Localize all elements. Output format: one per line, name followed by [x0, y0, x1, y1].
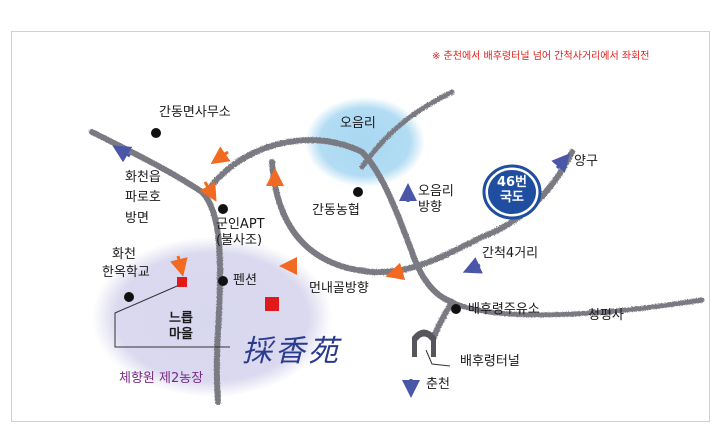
direction-arrow-icon [170, 146, 406, 281]
route-46-badge: 46번 국도 [496, 175, 528, 205]
road-east [449, 297, 705, 318]
village-zone [92, 237, 332, 397]
direction-arrow-icon [112, 145, 570, 398]
road-loop [204, 137, 455, 305]
hwacheon-label: 화천읍 파로호 방면 [125, 170, 161, 226]
oeumri-zone [305, 97, 425, 187]
map-frame: ※ 춘천에서 배후령터널 넘어 간척사거리에서 좌회전 간동면사무소 오음리 화… [11, 31, 710, 422]
road-map [89, 89, 705, 405]
gunin-apt-label: 군인APT (불사조) [216, 217, 265, 249]
location-dot-icon [124, 128, 461, 314]
gas-station-label: 배후령주유소 [468, 302, 540, 317]
neureum-marker-icon [265, 297, 279, 311]
road-west [89, 129, 224, 405]
hwacheon-school-label: 화천 한옥학교 [102, 247, 150, 281]
cheongpyeongsa-label: 청평사 [588, 308, 624, 323]
farm-marker-icon [177, 277, 187, 287]
tunnel-icon [412, 329, 436, 357]
ganchuk-label: 간척4거리 [482, 246, 539, 261]
logo-calligraphy: 採香苑 [242, 334, 341, 369]
meonnaegol-label: 먼내골방향 [309, 281, 369, 296]
gandong-office-label: 간동면사무소 [159, 105, 231, 120]
chuncheon-label: 춘천 [426, 377, 450, 392]
road-oeumri [359, 89, 455, 170]
farm-label: 체향원 제2농장 [119, 371, 204, 386]
neureum-village-label: 느릅 마을 [169, 311, 193, 343]
oeumri-label: 오음리 [340, 116, 376, 131]
gandong-nonghyup-label: 간동농협 [312, 203, 360, 218]
pension-label: 펜션 [233, 273, 257, 288]
route-note: ※ 춘천에서 배후령터널 넘어 간척사거리에서 좌회전 [432, 51, 650, 62]
yanggu-label: 양구 [574, 154, 598, 169]
roads [89, 89, 705, 405]
tunnel-label: 배후령터널 [460, 354, 520, 369]
oeumri-direction-label: 오음리 방향 [418, 184, 454, 216]
